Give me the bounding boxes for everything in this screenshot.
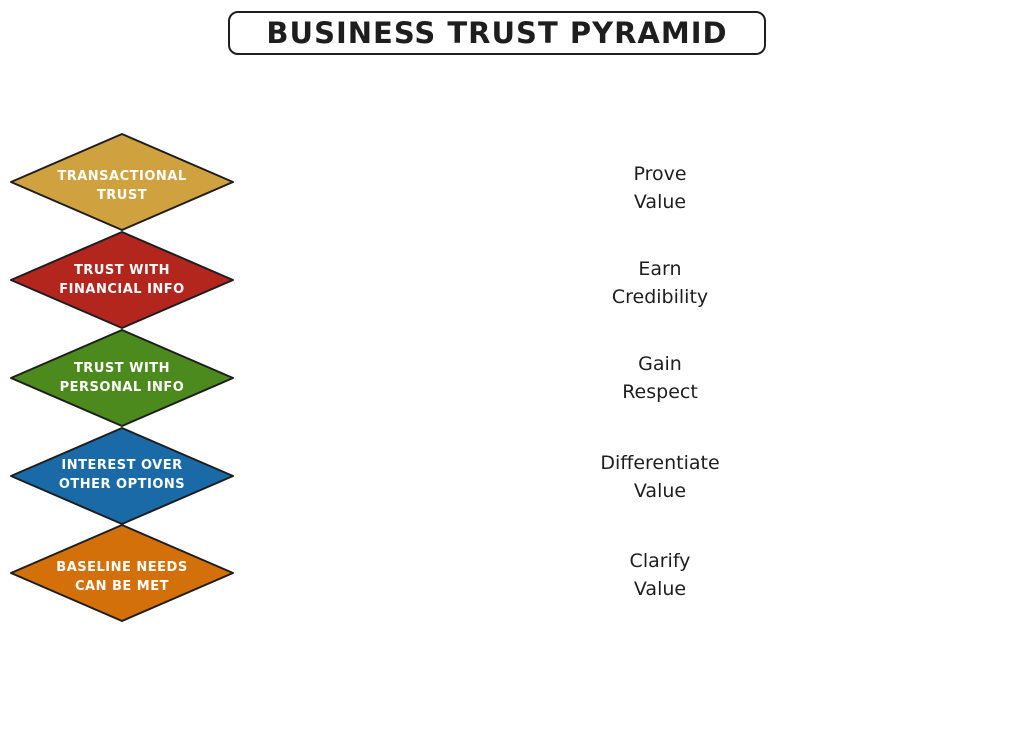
action-label-4: Differentiate Value — [600, 452, 720, 502]
action-label-5: Clarify Value — [629, 550, 691, 600]
diagram-title: BUSINESS TRUST PYRAMID — [266, 16, 728, 50]
diamond-label-5: BASELINE NEEDS CAN BE MET — [56, 560, 188, 594]
action-label-3: Gain Respect — [622, 353, 698, 403]
diamond-2 — [10, 231, 234, 329]
diamond-label-2: TRUST WITH FINANCIAL INFO — [59, 263, 185, 297]
diamond-1 — [10, 133, 234, 231]
diamond-label-3: TRUST WITH PERSONAL INFO — [59, 361, 185, 395]
action-label-2: Earn Credibility — [611, 258, 709, 308]
title-box: BUSINESS TRUST PYRAMID — [228, 11, 766, 55]
diamond-label-1: TRANSACTIONAL TRUST — [57, 169, 187, 203]
action-label-1: Prove Value — [633, 163, 687, 213]
diamond-label-4: INTEREST OVER OTHER OPTIONS — [58, 458, 186, 492]
diamond-4 — [10, 427, 234, 525]
diamond-3 — [10, 329, 234, 427]
diamond-5 — [10, 524, 234, 622]
